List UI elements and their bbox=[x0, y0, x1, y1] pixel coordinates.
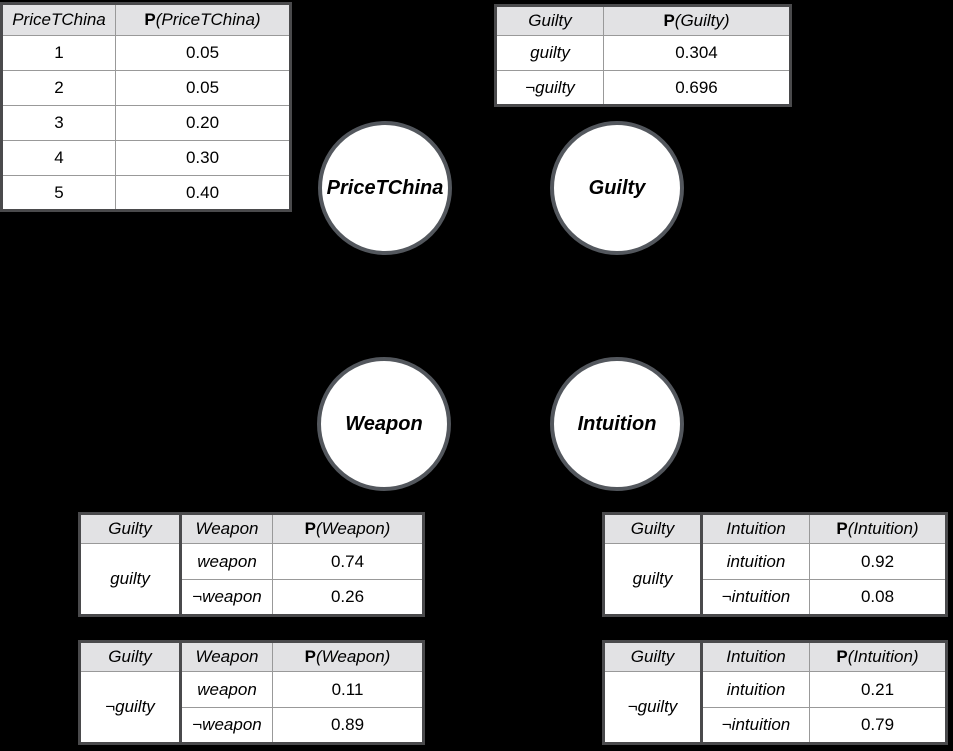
value-cell: 4 bbox=[1, 140, 116, 176]
p-argument: (Intuition) bbox=[847, 647, 919, 666]
p-argument: (Weapon) bbox=[316, 519, 391, 538]
cpt-table-weapon-given-guilty: Guilty Weapon P(Weapon) guilty weapon 0.… bbox=[78, 512, 425, 617]
value-cell: ¬intuition bbox=[701, 579, 810, 616]
cpt-table-intuition-given-notguilty: Guilty Intuition P(Intuition) ¬guilty in… bbox=[602, 640, 948, 745]
value-cell: ¬guilty bbox=[495, 70, 604, 106]
table-row: ¬intuition 0.08 bbox=[604, 579, 947, 616]
probability-cell: 0.05 bbox=[115, 70, 291, 106]
table-row: ¬intuition 0.79 bbox=[604, 707, 947, 744]
condition-cell: ¬guilty bbox=[603, 671, 703, 744]
column-header-condition: Guilty bbox=[79, 513, 182, 544]
table-row: guilty intuition 0.92 bbox=[603, 543, 947, 616]
column-header-variable: Intuition bbox=[701, 641, 810, 672]
p-argument: (Guilty) bbox=[674, 11, 730, 30]
cpt-table-intuition-given-guilty: Guilty Intuition P(Intuition) guilty int… bbox=[602, 512, 948, 617]
probability-cell: 0.696 bbox=[603, 70, 791, 106]
value-cell: 1 bbox=[54, 43, 64, 62]
cpt-table-weapon-given-notguilty: Guilty Weapon P(Weapon) ¬guilty weapon 0… bbox=[78, 640, 425, 745]
p-symbol: P bbox=[836, 519, 848, 538]
column-header-probability: P(Weapon) bbox=[272, 513, 424, 544]
column-header-probability: P(Guilty) bbox=[603, 5, 791, 36]
p-symbol: P bbox=[304, 647, 316, 666]
node-label: Guilty bbox=[588, 176, 646, 199]
probability-cell: 0.92 bbox=[809, 543, 947, 580]
value-cell: intuition bbox=[701, 543, 810, 580]
probability-cell: 0.89 bbox=[272, 707, 424, 744]
value-cell: guilty bbox=[530, 43, 570, 62]
table-row: guilty weapon 0.74 bbox=[79, 543, 424, 616]
cpt-table-pricetchina-prior: PriceTChina P(PriceTChina) 1 0.05 2 0.05… bbox=[0, 2, 292, 212]
value-cell: 3 bbox=[1, 105, 116, 141]
probability-cell: 0.11 bbox=[272, 671, 424, 708]
value-cell: 2 bbox=[1, 70, 116, 106]
column-header-probability: P(Intuition) bbox=[809, 641, 947, 672]
value-cell: weapon bbox=[180, 543, 273, 580]
condition-cell: guilty bbox=[79, 543, 182, 616]
column-header-variable: PriceTChina bbox=[1, 3, 116, 36]
p-argument: (Intuition) bbox=[847, 519, 919, 538]
probability-cell: 0.40 bbox=[115, 175, 291, 211]
probability-cell: 0.79 bbox=[809, 707, 947, 744]
value-cell: ¬weapon bbox=[180, 579, 273, 616]
value-cell: 5 bbox=[1, 175, 116, 211]
p-argument: (PriceTChina) bbox=[155, 10, 261, 29]
p-argument: (Weapon) bbox=[316, 647, 391, 666]
value-cell: weapon bbox=[180, 671, 273, 708]
column-header-probability: P(PriceTChina) bbox=[115, 3, 291, 36]
column-header-variable: Weapon bbox=[180, 641, 273, 672]
table-row: 4 0.30 bbox=[1, 140, 291, 176]
probability-cell: 0.21 bbox=[809, 671, 947, 708]
node-intuition: Intuition bbox=[550, 357, 684, 491]
node-guilty: Guilty bbox=[550, 121, 684, 255]
probability-cell: 0.304 bbox=[603, 35, 791, 71]
node-label: PriceTChina bbox=[326, 176, 444, 199]
table-row: 5 0.40 bbox=[1, 175, 291, 211]
cpt-table-guilty-prior: Guilty P(Guilty) guilty 0.304 ¬guilty 0.… bbox=[494, 4, 792, 107]
column-header-probability: P(Weapon) bbox=[272, 641, 424, 672]
probability-cell: 0.26 bbox=[272, 579, 424, 616]
table-row: ¬guilty intuition 0.21 bbox=[603, 671, 947, 744]
column-header-variable: Guilty bbox=[495, 5, 604, 36]
table-row: ¬guilty weapon 0.11 bbox=[79, 671, 424, 744]
probability-cell: 0.08 bbox=[809, 579, 947, 616]
probability-cell: 0.20 bbox=[115, 105, 291, 141]
column-header-variable: Weapon bbox=[180, 513, 273, 544]
node-label: Intuition bbox=[577, 412, 657, 435]
table-row: 1 0.05 bbox=[2, 35, 291, 71]
table-row: ¬weapon 0.26 bbox=[80, 579, 424, 616]
table-row: ¬guilty 0.696 bbox=[495, 70, 791, 106]
p-symbol: P bbox=[663, 11, 675, 30]
column-header-condition: Guilty bbox=[603, 641, 703, 672]
column-header-condition: Guilty bbox=[603, 513, 703, 544]
table-row: ¬weapon 0.89 bbox=[80, 707, 424, 744]
probability-cell: 0.05 bbox=[115, 35, 291, 71]
table-row: 3 0.20 bbox=[1, 105, 291, 141]
column-header-probability: P(Intuition) bbox=[809, 513, 947, 544]
p-symbol: P bbox=[304, 519, 316, 538]
p-symbol: P bbox=[144, 10, 156, 29]
value-cell: intuition bbox=[701, 671, 810, 708]
condition-cell: ¬guilty bbox=[79, 671, 182, 744]
p-symbol: P bbox=[836, 647, 848, 666]
node-weapon: Weapon bbox=[317, 357, 451, 491]
node-label: Weapon bbox=[345, 412, 423, 435]
value-cell: ¬intuition bbox=[701, 707, 810, 744]
probability-cell: 0.74 bbox=[272, 543, 424, 580]
node-pricetchina: PriceTChina bbox=[318, 121, 452, 255]
value-cell: ¬weapon bbox=[180, 707, 273, 744]
probability-cell: 0.30 bbox=[115, 140, 291, 176]
column-header-variable: Intuition bbox=[701, 513, 810, 544]
table-row: guilty 0.304 bbox=[496, 35, 791, 71]
condition-cell: guilty bbox=[603, 543, 703, 616]
table-row: 2 0.05 bbox=[1, 70, 291, 106]
column-header-condition: Guilty bbox=[79, 641, 182, 672]
